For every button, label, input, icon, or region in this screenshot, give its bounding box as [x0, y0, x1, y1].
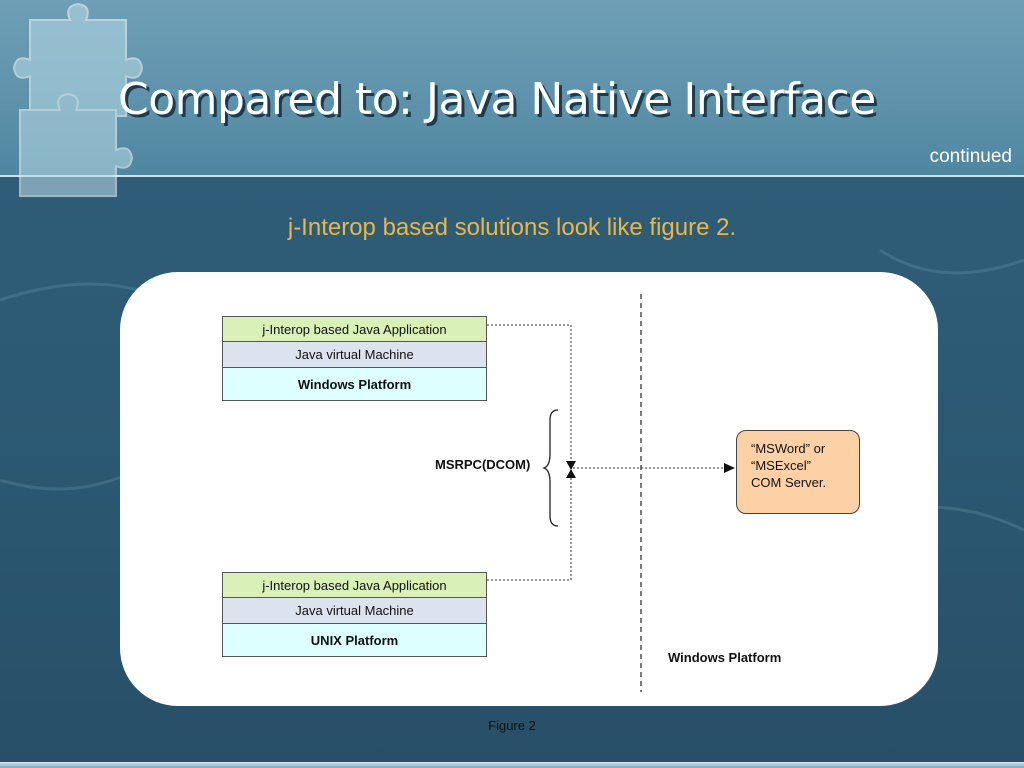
- curly-brace: [541, 409, 559, 527]
- bottom-java-application-box: j-Interop based Java Application: [222, 572, 487, 598]
- com-server-box: “MSWord” or “MSExcel” COM Server.: [736, 430, 860, 514]
- top-jvm-box: Java virtual Machine: [222, 341, 487, 368]
- top-platform-box: Windows Platform: [222, 367, 487, 401]
- bottom-platform-box: UNIX Platform: [222, 623, 487, 657]
- slide-title: Compared to: Java Native Interface: [118, 74, 876, 125]
- bottom-jvm-box: Java virtual Machine: [222, 597, 487, 624]
- header-divider: [0, 175, 1024, 177]
- slide-subtitle: j-Interop based solutions look like figu…: [287, 214, 737, 241]
- com-server-line-1: “MSWord” or: [751, 441, 826, 456]
- footer-divider: [0, 762, 1024, 768]
- com-server-line-3: COM Server.: [751, 475, 827, 490]
- bottom-stack-connector: [487, 475, 572, 581]
- protocol-label: MSRPC(DCOM): [435, 457, 531, 472]
- com-server-line-2: “MSExcel”: [751, 458, 811, 473]
- windows-platform-label: Windows Platform: [668, 650, 782, 665]
- top-stack-connector: [487, 324, 572, 463]
- dcom-link-arrowhead: [724, 463, 735, 473]
- figure-caption: Figure 2: [488, 718, 536, 733]
- top-java-application-box: j-Interop based Java Application: [222, 316, 487, 342]
- junction-arrow-up: [566, 469, 576, 478]
- junction-arrow-down: [566, 461, 576, 470]
- continued-label: continued: [929, 146, 1012, 167]
- slide-header-band: [0, 0, 1024, 175]
